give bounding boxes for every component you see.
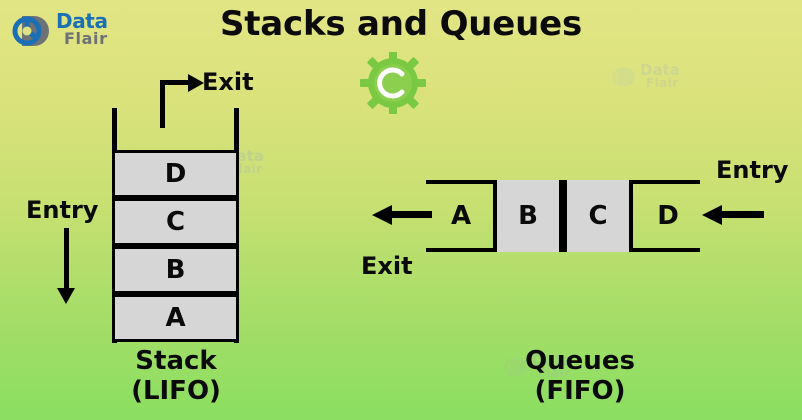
- stack-caption-title: Stack: [135, 346, 217, 376]
- dataflair-logo: Data Flair: [12, 8, 142, 56]
- queue-exit-arrow-shaft: [390, 211, 432, 218]
- brand-name-secondary: Flair: [64, 29, 108, 48]
- watermark-name-secondary: Flair: [646, 76, 679, 90]
- dataflair-watermark-icon: [612, 64, 638, 90]
- stack-exit-arrow-riser: [160, 80, 165, 128]
- queue-caption-title: Queues: [525, 346, 635, 376]
- stack-cell: B: [112, 246, 239, 294]
- stack-entry-arrowhead-icon: [57, 288, 75, 304]
- stack-cell: C: [112, 198, 239, 246]
- queue-exit-label: Exit: [361, 252, 413, 280]
- queue-cell: C: [563, 180, 633, 252]
- queue-entry-label: Entry: [716, 156, 789, 184]
- dataflair-watermark: Data Flair: [612, 62, 722, 102]
- queue-entry-arrow-shaft: [720, 211, 764, 218]
- stack-cell: D: [112, 150, 239, 198]
- dataflair-wordmark: Data Flair: [56, 10, 142, 54]
- gear-c-icon: [357, 50, 429, 116]
- queue-cell: B: [493, 180, 563, 252]
- page-title: Stacks and Queues: [219, 4, 583, 44]
- queue-exit-arrowhead-icon: [372, 205, 392, 225]
- stack-caption-subtitle: (LIFO): [131, 376, 221, 406]
- queue-entry-arrowhead-icon: [702, 205, 722, 225]
- brand-name-primary: Data: [56, 9, 108, 33]
- queue-cell: D: [657, 201, 679, 231]
- stack-exit-label: Exit: [202, 68, 254, 96]
- queue-caption-subtitle: (FIFO): [534, 376, 626, 406]
- dataflair-logo-icon: [12, 10, 54, 52]
- stack-entry-label: Entry: [26, 196, 99, 224]
- stack-exit-arrowhead-icon: [188, 74, 204, 92]
- stack-entry-arrow-shaft: [64, 228, 69, 290]
- stack-exit-arrow-shaft: [160, 80, 192, 85]
- stack-cell: A: [112, 294, 239, 342]
- watermark-name-primary: Data: [640, 61, 680, 79]
- queue-cell: A: [450, 201, 472, 231]
